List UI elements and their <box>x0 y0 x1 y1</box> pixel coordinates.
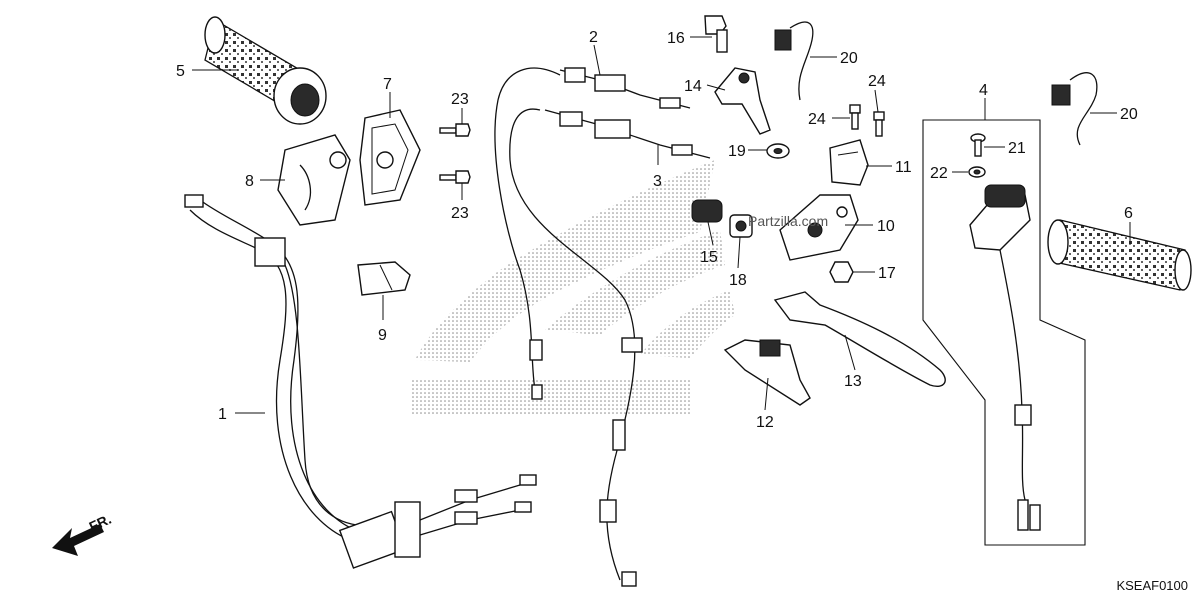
callout-16: 16 <box>667 30 685 47</box>
bolt-part-24-left[interactable] <box>849 104 861 130</box>
callout-10: 10 <box>877 218 895 235</box>
callout-12: 12 <box>756 414 774 431</box>
clutch-lever-holder-part-10[interactable] <box>779 194 859 261</box>
direction-label: FR. <box>87 511 114 535</box>
callout-4: 4 <box>979 82 988 99</box>
callout-20-left: 20 <box>840 50 858 67</box>
callout-8: 8 <box>245 173 254 190</box>
callout-13: 13 <box>844 373 862 390</box>
callout-21: 21 <box>1008 140 1026 157</box>
nut-part-18[interactable] <box>729 214 753 238</box>
bolt-part-24-right[interactable] <box>873 111 885 137</box>
watermark-text: Partzilla.com <box>748 213 828 229</box>
callout-22: 22 <box>930 165 948 182</box>
screw-part-23-upper[interactable] <box>439 123 471 137</box>
honda-wing-logo <box>410 160 735 416</box>
cable-tie-part-20-left[interactable] <box>774 21 814 101</box>
callout-20-right: 20 <box>1120 106 1138 123</box>
screw-part-23-lower[interactable] <box>439 170 471 184</box>
callout-23-upper: 23 <box>451 91 469 108</box>
callout-15: 15 <box>700 249 718 266</box>
callout-labels: 5 7 8 9 23 23 1 2 3 16 14 19 20 24 24 11… <box>176 29 1138 431</box>
choke-cable-part-2[interactable] <box>494 67 691 400</box>
leader-lines <box>192 36 1131 414</box>
callout-5: 5 <box>176 63 185 80</box>
callout-1: 1 <box>218 406 227 423</box>
clamp-part-11[interactable] <box>829 139 869 186</box>
throttle-cable-part-1[interactable] <box>184 194 537 569</box>
callout-17: 17 <box>878 265 896 282</box>
callout-6: 6 <box>1124 205 1133 222</box>
callout-18: 18 <box>729 272 747 289</box>
washer-part-22[interactable] <box>968 166 986 178</box>
callout-19: 19 <box>728 143 746 160</box>
callout-24-right: 24 <box>868 73 886 90</box>
callout-9: 9 <box>378 327 387 344</box>
callout-3: 3 <box>653 173 662 190</box>
callout-2: 2 <box>589 29 598 46</box>
callout-11: 11 <box>895 159 912 176</box>
nut-part-17[interactable] <box>829 261 854 283</box>
switch-assembly-part-4[interactable] <box>922 119 1086 546</box>
right-grip-part-6[interactable] <box>1047 219 1192 291</box>
rubber-boot-part-9[interactable] <box>357 261 411 296</box>
throttle-housing-part-7[interactable] <box>359 109 421 206</box>
left-grip-part-5[interactable] <box>204 16 327 125</box>
callout-24-left: 24 <box>808 111 826 128</box>
adjuster-part-15[interactable] <box>691 199 723 223</box>
bolt-part-16[interactable] <box>704 15 728 53</box>
callout-14: 14 <box>684 78 702 95</box>
washer-part-19[interactable] <box>766 143 790 159</box>
diagram-code: KSEAF0100 <box>1116 578 1188 593</box>
clutch-cable-part-3[interactable] <box>509 108 711 587</box>
screw-part-21[interactable] <box>970 133 986 157</box>
callout-23-lower: 23 <box>451 205 469 222</box>
cable-tie-part-20-right[interactable] <box>1051 72 1098 146</box>
hot-start-lever-part-12[interactable] <box>723 339 811 406</box>
lever-bracket-part-14[interactable] <box>714 67 771 135</box>
housing-cover-part-8[interactable] <box>277 134 351 226</box>
front-direction-arrow-icon <box>52 524 104 556</box>
clutch-lever-part-13[interactable] <box>773 291 946 387</box>
callout-7: 7 <box>383 76 392 93</box>
